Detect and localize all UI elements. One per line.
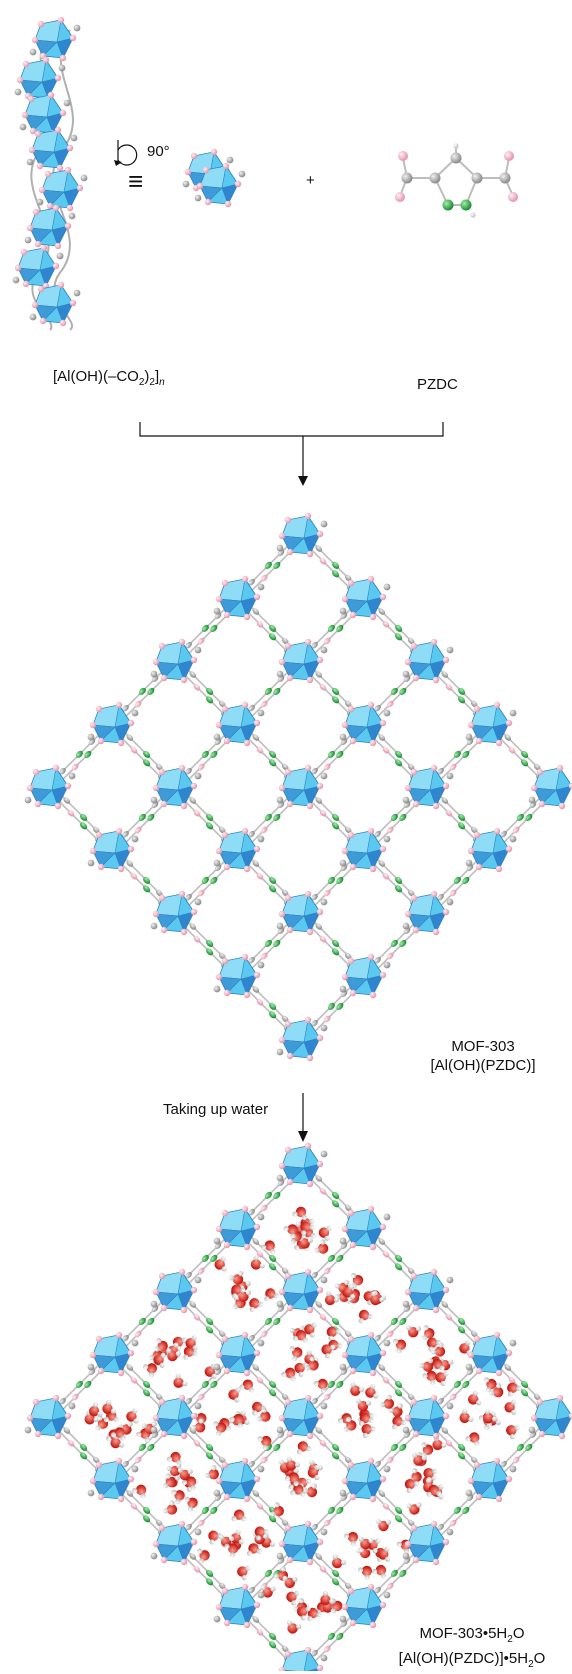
water-molecule (183, 1493, 200, 1513)
water-molecule (464, 1429, 484, 1447)
water-molecule (455, 1407, 475, 1428)
al-cluster-node (276, 1016, 328, 1062)
hydrate-formula: [Al(OH)(PZDC)]•5H2O (398, 1650, 546, 1670)
mof-303-hydrate-framework (24, 1142, 572, 1671)
mof-formula: [Al(OH)(PZDC)] (430, 1057, 536, 1074)
water-molecule (354, 1398, 372, 1413)
down-arrow-icon (298, 476, 308, 486)
water-uptake-arrow (298, 1093, 308, 1142)
water-molecule (375, 1519, 392, 1532)
water-molecule (288, 1343, 305, 1362)
water-molecule (260, 1237, 279, 1255)
water-molecule (465, 1390, 483, 1409)
water-molecule (405, 1324, 422, 1339)
combine-bracket (139, 422, 444, 486)
water-molecule (504, 1399, 517, 1416)
water-molecule (317, 1224, 332, 1242)
water-molecule (261, 1286, 280, 1303)
water-molecule (281, 1575, 298, 1589)
water-molecule (169, 1372, 189, 1392)
rotation-arrow-icon (114, 140, 138, 166)
water-molecule (406, 1502, 423, 1516)
water-molecule (227, 1386, 241, 1403)
water-molecule (284, 1588, 301, 1607)
linker-label: PZDC (417, 376, 458, 393)
rotation-angle-label: 90° (147, 143, 170, 160)
pzdc-linker-molecule (395, 143, 518, 218)
water-molecule (355, 1307, 374, 1325)
water-molecule (363, 1383, 379, 1402)
water-molecule (433, 1368, 450, 1387)
water-molecule (196, 1546, 212, 1565)
water-molecule (421, 1442, 434, 1458)
hydrate-name: MOF-303•5H2O (419, 1625, 525, 1645)
equivalence-symbol: ≡ (128, 166, 144, 196)
water-molecule (283, 1619, 303, 1637)
water-molecule (238, 1377, 257, 1394)
water-molecule (125, 1408, 139, 1425)
water-molecule (371, 1562, 391, 1580)
plus-symbol: + (306, 172, 315, 189)
chain-formula-label: [Al(OH)(–CO2)2]n (53, 368, 165, 388)
rod-sbu-chain (12, 16, 88, 331)
water-molecule (320, 1290, 341, 1309)
hydrate-label: MOF-303•5H2O [Al(OH)(PZDC)]•5H2O (382, 1624, 562, 1674)
water-molecule (166, 1449, 185, 1466)
water-molecule (503, 1421, 521, 1441)
water-molecule (392, 1335, 409, 1355)
water-molecule (313, 1238, 332, 1258)
step-label: Taking up water (163, 1101, 269, 1118)
mof-303-framework (24, 512, 572, 1062)
water-molecule (346, 1381, 366, 1400)
water-molecule (256, 1431, 275, 1452)
down-arrow-icon (298, 1131, 308, 1142)
mof-label: MOF-303 [Al(OH)(PZDC)] (418, 1037, 548, 1075)
water-molecule (294, 1439, 313, 1456)
rod-sbu-end-view (182, 148, 246, 208)
water-molecule (231, 1509, 247, 1522)
water-molecule (342, 1527, 362, 1548)
mof-name: MOF-303 (451, 1038, 515, 1055)
water-molecule (234, 1562, 252, 1581)
